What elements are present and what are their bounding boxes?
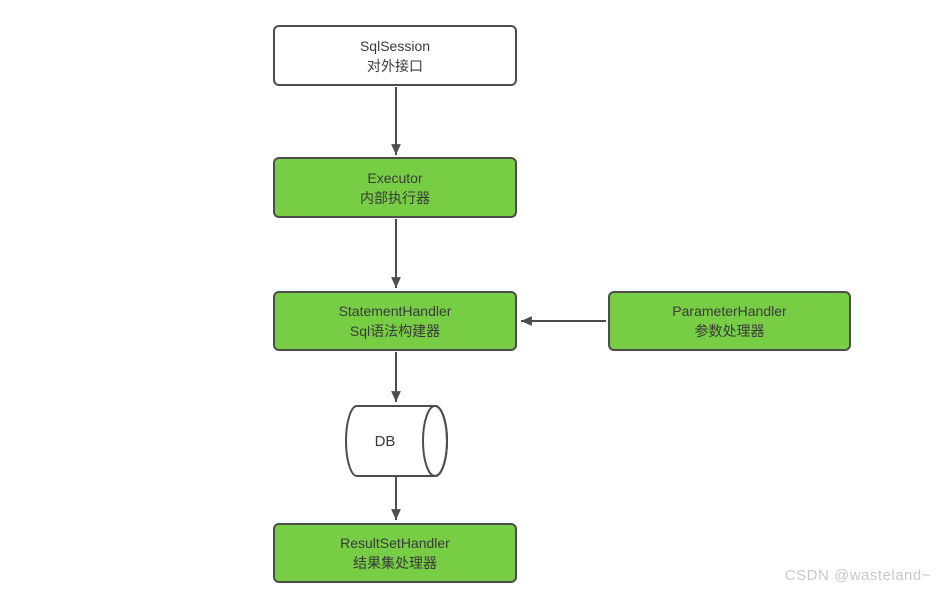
node-title: Executor xyxy=(367,169,423,186)
node-title: SqlSession xyxy=(359,37,431,54)
node-title: StatementHandler xyxy=(338,303,452,319)
node-sqlsession: SqlSession 对外接口 xyxy=(273,25,517,86)
node-parameter-handler: ParameterHandler 参数处理器 xyxy=(608,291,851,351)
node-executor: Executor 内部执行器 xyxy=(273,157,517,218)
node-subtitle: 对外接口 xyxy=(367,57,423,74)
node-statement-handler: StatementHandler Sql语法构建器 xyxy=(273,291,517,351)
node-title: ParameterHandler xyxy=(672,303,787,319)
node-subtitle: 结果集处理器 xyxy=(353,555,437,571)
node-subtitle: 参数处理器 xyxy=(694,323,765,339)
node-db-label: DB xyxy=(374,432,396,450)
db-cylinder-shape xyxy=(345,405,448,477)
node-subtitle: 内部执行器 xyxy=(360,189,430,206)
node-subtitle: Sql语法构建器 xyxy=(349,323,441,339)
csdn-watermark: CSDN @wasteland~ xyxy=(784,567,931,584)
node-title: ResultSetHandler xyxy=(340,535,450,551)
node-resultset-handler: ResultSetHandler 结果集处理器 xyxy=(273,523,517,583)
